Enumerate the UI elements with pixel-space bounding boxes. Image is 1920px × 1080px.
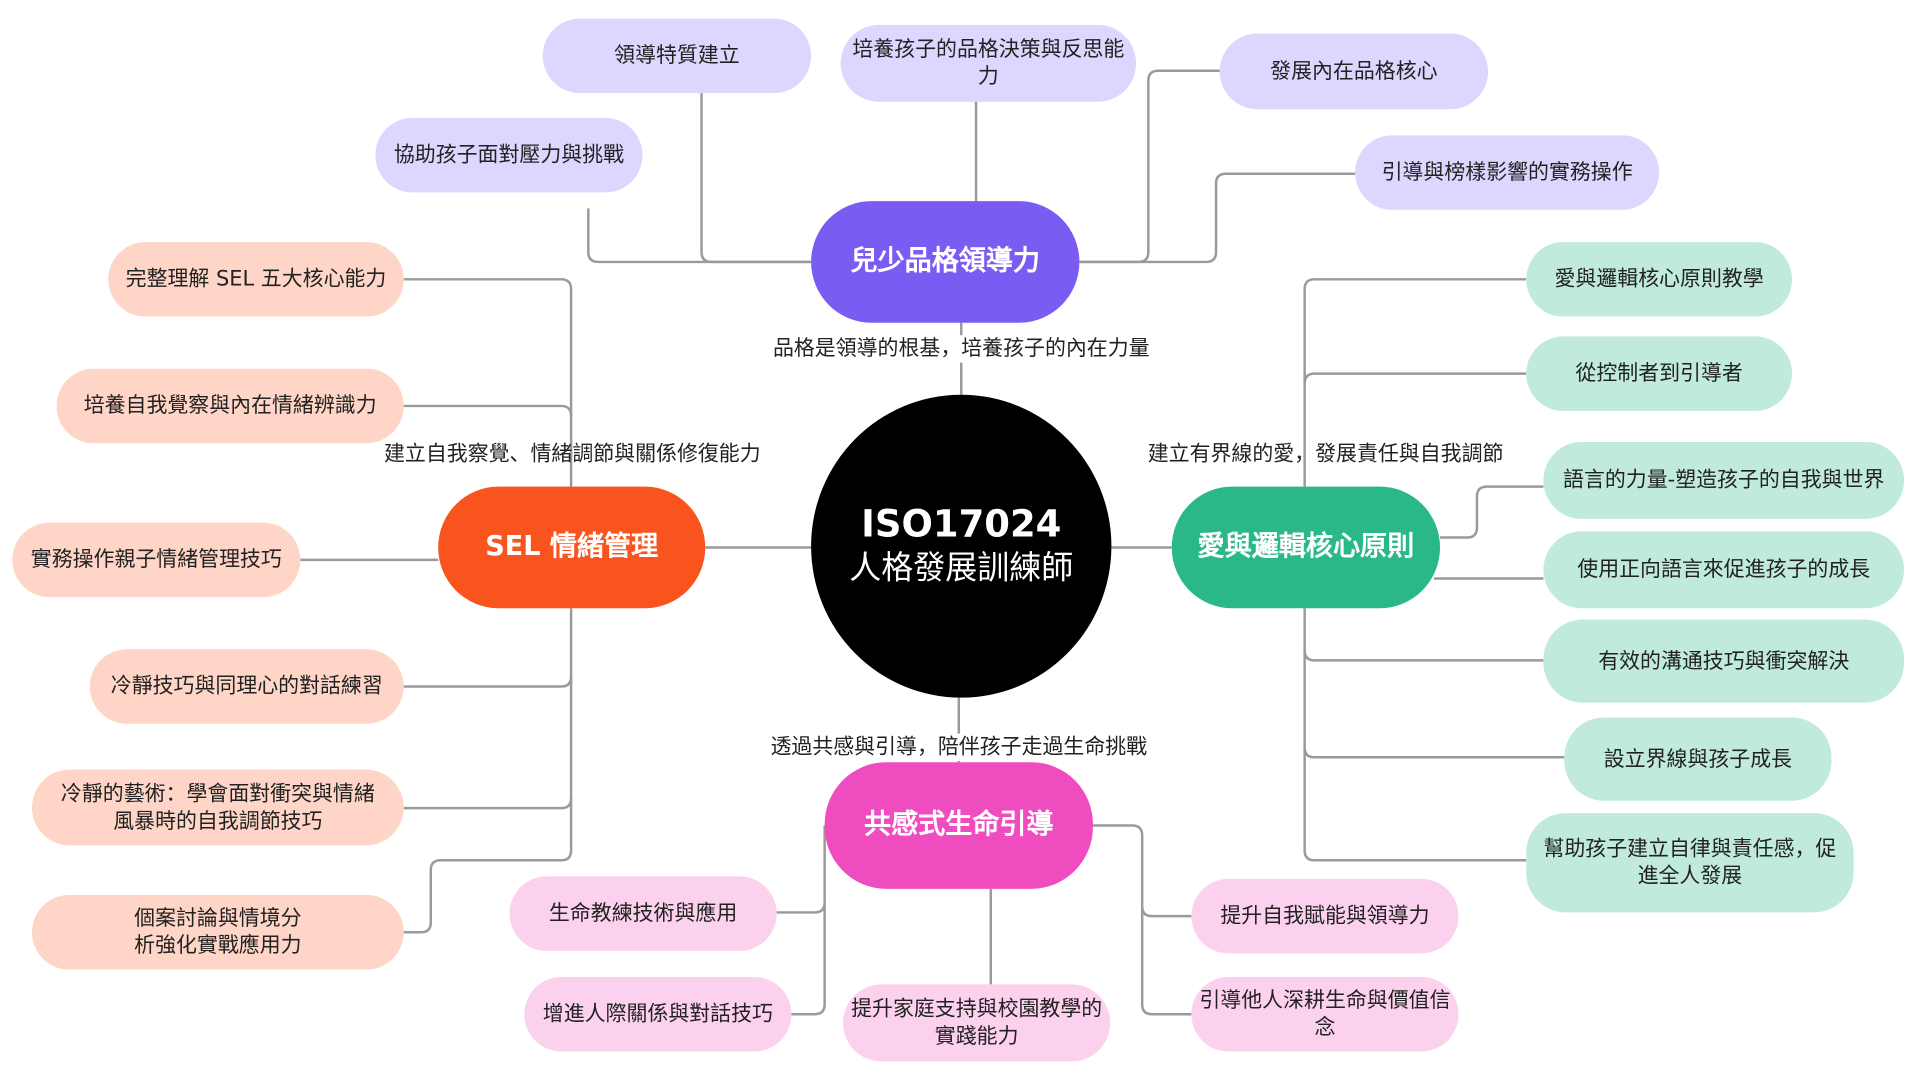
connector [1092, 824, 1192, 1016]
subtopic[interactable]: 提升自我賦能與領導力 [1191, 878, 1459, 954]
main-topic-empathy[interactable]: 共感式生命引導 [824, 762, 1093, 889]
central-subtitle: 人格發展訓練師 [849, 549, 1074, 588]
subtopic[interactable]: 領導特質建立 [542, 18, 812, 94]
connector [1440, 485, 1544, 539]
subtopic[interactable]: 提升家庭支持與校園教學的實踐能力 [843, 984, 1111, 1062]
subtopic[interactable]: 實務操作親子情緒管理技巧 [12, 522, 301, 598]
main-topic-character-leadership[interactable]: 兒少品格領導力 [811, 201, 1080, 323]
subtopic[interactable]: 從控制者到引導者 [1526, 336, 1793, 411]
connector [403, 676, 573, 688]
subtopic[interactable]: 冷靜技巧與同理心的對話練習 [89, 649, 404, 724]
connector [776, 902, 826, 914]
connector [403, 798, 573, 810]
connector [1303, 372, 1527, 384]
connector [403, 404, 573, 416]
subtopic[interactable]: 培養自我覺察與內在情緒辨識力 [56, 368, 404, 444]
subtopic[interactable]: 使用正向語言來促進孩子的成長 [1543, 531, 1905, 609]
edge-label-character: 品格是領導的根基，培養孩子的內在力量 [772, 335, 1150, 363]
connector [1303, 278, 1527, 487]
connector [700, 93, 812, 264]
subtopic[interactable]: 完整理解 SEL 五大核心能力 [108, 242, 404, 317]
central-topic[interactable]: ISO17024 人格發展訓練師 [811, 394, 1112, 698]
subtopic[interactable]: 冷靜的藝術：學會面對衝突與情緒風暴時的自我調節技巧 [32, 769, 404, 846]
connector [1303, 747, 1565, 759]
subtopic[interactable]: 生命教練技術與應用 [509, 876, 777, 951]
edge-label-sel: 建立自我察覺、情緒調節與關係修復能力 [384, 441, 761, 467]
subtopic[interactable]: 協助孩子面對壓力與挑戰 [375, 117, 643, 193]
edge-label-love-logic: 建立有界線的愛，發展責任與自我調節 [1147, 441, 1504, 467]
connector [1140, 906, 1192, 918]
connector [791, 825, 826, 1016]
connector [1303, 650, 1544, 662]
central-title: ISO17024 [861, 502, 1062, 547]
subtopic[interactable]: 愛與邏輯核心原則教學 [1526, 242, 1793, 317]
connector [1303, 608, 1527, 862]
connector [1079, 172, 1356, 264]
connector [403, 608, 573, 934]
subtopic[interactable]: 有效的溝通技巧與衝突解決 [1543, 619, 1905, 703]
main-topic-sel[interactable]: SEL 情緒管理 [438, 486, 706, 609]
edge-label-empathy: 透過共感與引導，陪伴孩子走過生命挑戰 [770, 733, 1148, 761]
subtopic[interactable]: 增進人際關係與對話技巧 [524, 976, 792, 1052]
subtopic[interactable]: 培養孩子的品格決策與反思能力 [840, 24, 1137, 102]
subtopic[interactable]: 設立界線與孩子成長 [1564, 717, 1832, 801]
subtopic[interactable]: 引導他人深耕生命與價值信念 [1191, 976, 1459, 1052]
subtopic[interactable]: 引導與榜樣影響的實務操作 [1355, 135, 1660, 210]
subtopic[interactable]: 發展內在品格核心 [1219, 33, 1489, 110]
connector [587, 208, 812, 264]
subtopic[interactable]: 幫助孩子建立自律與責任感，促進全人發展 [1526, 813, 1854, 913]
subtopic[interactable]: 個案討論與情境分析強化實戰應用力 [32, 895, 404, 970]
main-topic-love-logic[interactable]: 愛與邏輯核心原則 [1171, 486, 1441, 609]
connector [403, 278, 573, 487]
subtopic[interactable]: 語言的力量-塑造孩子的自我與世界 [1543, 441, 1905, 519]
